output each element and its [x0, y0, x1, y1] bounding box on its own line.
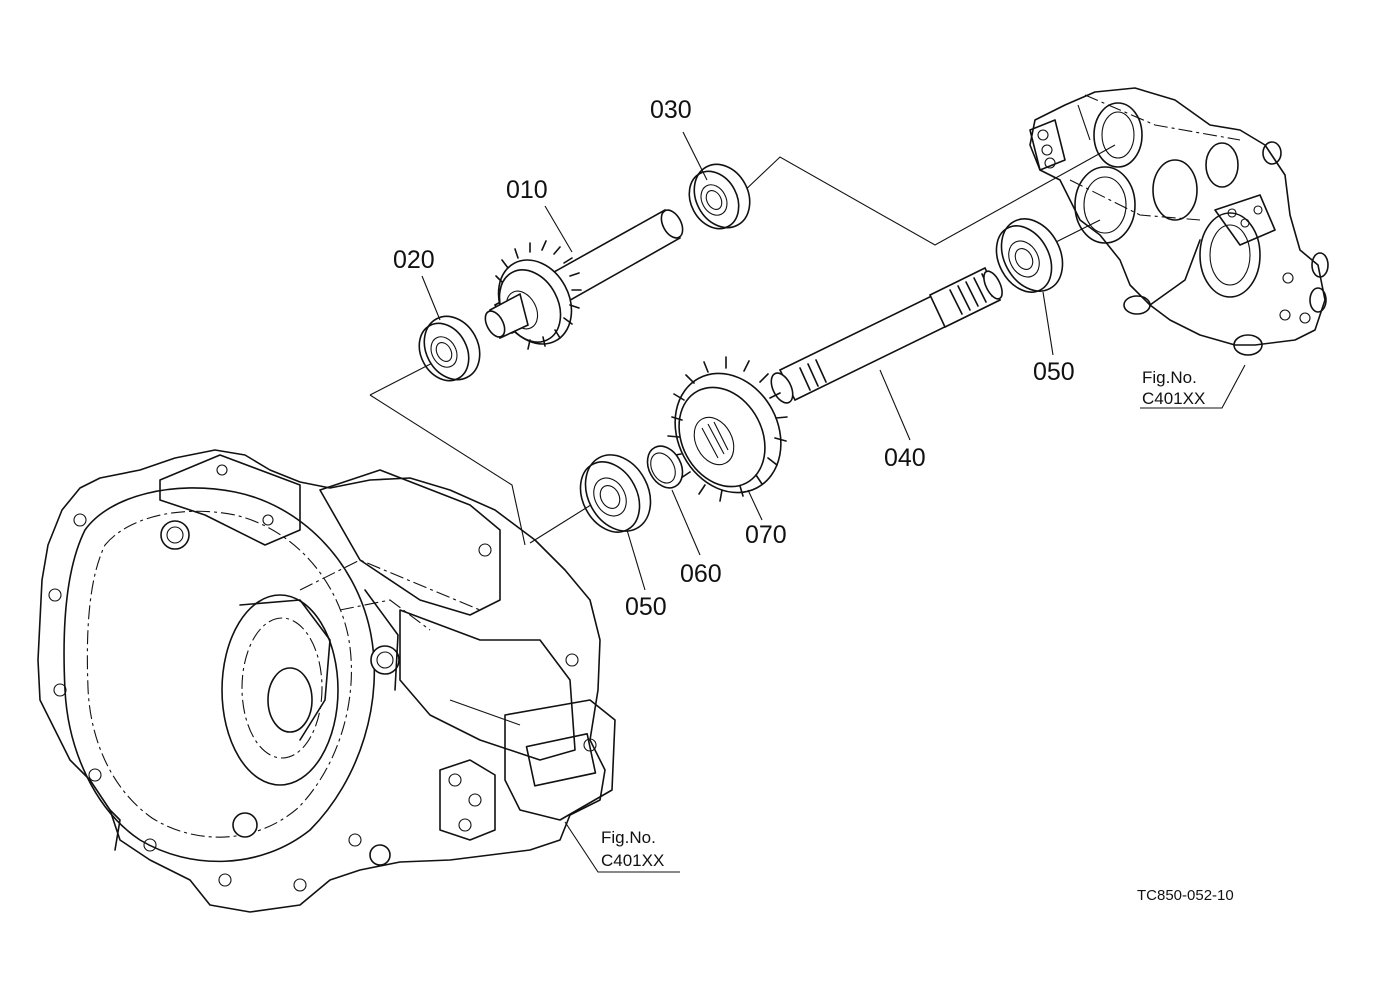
shaft-040: [770, 266, 1003, 404]
part-label-050-right: 050: [1033, 358, 1075, 386]
leader-lines: [421, 131, 1246, 873]
drawing-code: TC850-052-10: [1137, 887, 1234, 904]
part-label-070: 070: [745, 521, 787, 549]
fig-ref-bottom-line1: Fig.No.: [601, 828, 656, 847]
bearing-050-right: [995, 218, 1064, 293]
bearing-050-left: [579, 454, 652, 533]
transmission-case: [37, 449, 616, 913]
fig-ref-top-line2: C401XX: [1142, 389, 1205, 408]
part-label-060: 060: [680, 560, 722, 588]
gear-shaft-010: [484, 208, 684, 350]
bearing-030: [688, 163, 751, 230]
part-label-020: 020: [393, 246, 435, 274]
bearing-020: [418, 315, 481, 382]
part-label-030: 030: [650, 96, 692, 124]
gear-070: [667, 356, 788, 502]
part-label-040: 040: [884, 444, 926, 472]
part-label-010: 010: [506, 176, 548, 204]
fig-ref-bottom-line2: C401XX: [601, 851, 664, 870]
mid-case: [1029, 87, 1329, 356]
part-label-050-left: 050: [625, 593, 667, 621]
snap-ring-060: [646, 445, 684, 489]
fig-ref-top-line1: Fig.No.: [1142, 368, 1197, 387]
